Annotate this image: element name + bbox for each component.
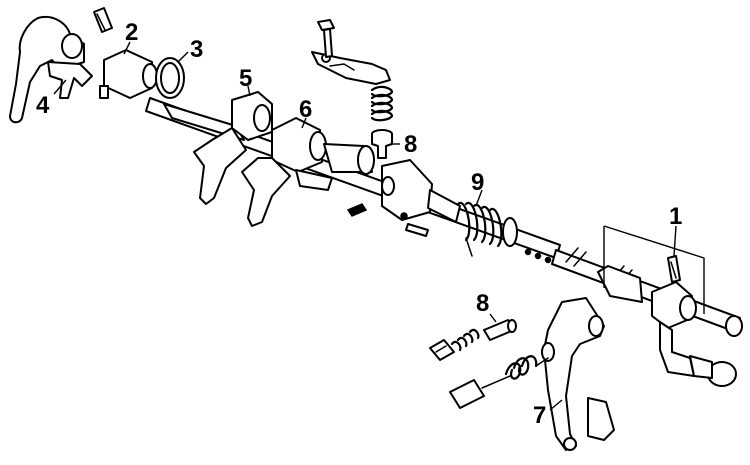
shaft-end-lever <box>597 265 737 387</box>
callout-2: 2 <box>125 19 138 46</box>
callout-8-top: 8 <box>404 131 417 158</box>
detent-plunger-8-bottom <box>483 319 517 341</box>
roll-pin-top <box>93 7 113 33</box>
shift-fork-6 <box>241 117 333 227</box>
snap-ring-3 <box>155 57 185 99</box>
small-bolt <box>346 203 368 217</box>
callout-7: 7 <box>533 402 546 429</box>
bracket-lines <box>603 225 705 314</box>
cover-bolt <box>317 19 335 58</box>
interlock-block <box>381 159 461 223</box>
callout-5: 5 <box>239 65 252 92</box>
shift-lever-7 <box>541 297 615 451</box>
shaft-end-cap <box>725 315 743 337</box>
detent-plunger-8-top <box>371 129 393 159</box>
shaft-sleeve <box>323 143 375 175</box>
collar-block-2 <box>99 49 158 99</box>
detent-bolt <box>429 339 455 361</box>
cover-plate <box>311 51 391 85</box>
leader-lines <box>53 41 677 411</box>
callout-8-bottom: 8 <box>476 290 489 317</box>
shaft-spring-9 <box>456 201 518 257</box>
callout-6: 6 <box>299 96 312 123</box>
callout-1: 1 <box>669 203 682 230</box>
lever-spring <box>504 355 549 380</box>
callout-3: 3 <box>190 36 203 63</box>
roll-pin-1 <box>667 255 681 283</box>
small-pin <box>405 223 429 237</box>
callout-4: 4 <box>36 92 50 119</box>
lever-pin <box>449 375 511 409</box>
shift-fork-5 <box>163 91 273 205</box>
shift-fork-4 <box>9 16 93 124</box>
detent-spring-top <box>370 85 394 122</box>
callout-9: 9 <box>471 169 484 196</box>
detent-spring-bottom <box>450 328 480 352</box>
